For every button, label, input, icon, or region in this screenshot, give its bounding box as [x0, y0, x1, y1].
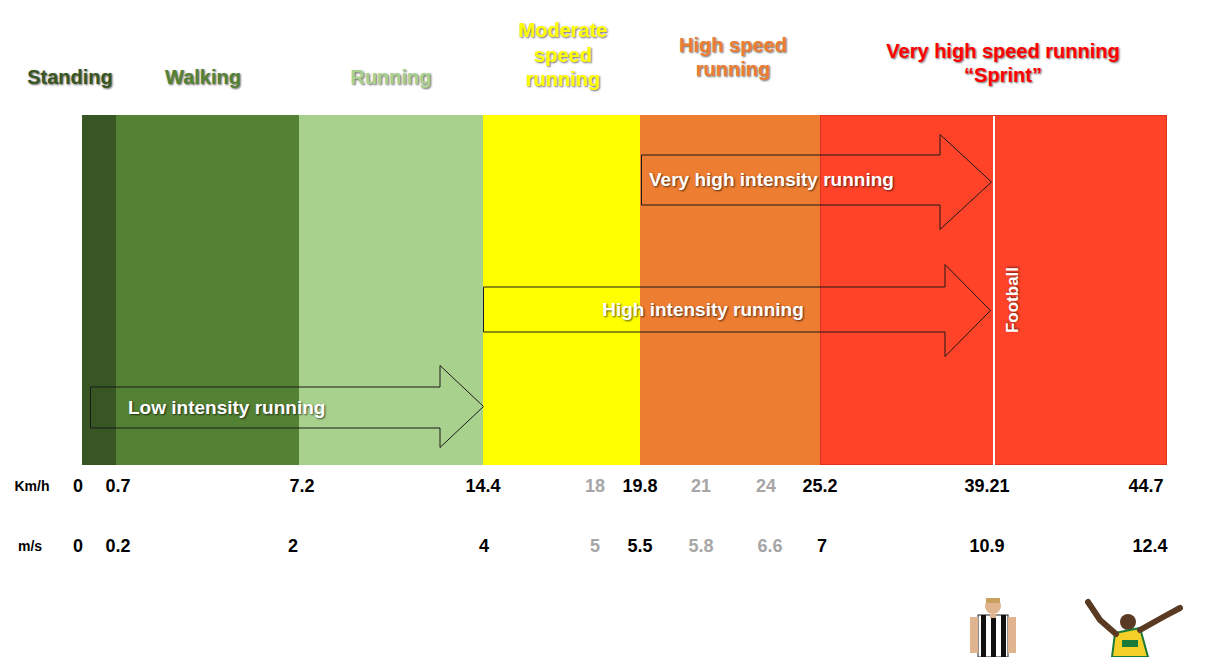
speed-value: 18 — [585, 476, 605, 497]
speed-value: 5.5 — [627, 536, 652, 557]
football-line — [821, 116, 1168, 466]
zone-heading: Walking — [165, 65, 241, 89]
speed-value: 0.2 — [105, 536, 130, 557]
high-intensity-arrow: High intensity running — [483, 264, 991, 357]
speed-value: 0 — [73, 536, 83, 557]
intensity-label: High intensity running — [602, 299, 804, 321]
speed-value: 10.9 — [969, 536, 1004, 557]
standing-band: Standing — [82, 115, 116, 465]
unit-label: m/s — [18, 538, 42, 554]
moderate-speed-band: Moderate speed running — [483, 115, 640, 465]
speed-value: 4 — [479, 536, 489, 557]
speed-value: 0.7 — [105, 476, 130, 497]
football-label: Football — [1003, 267, 1023, 333]
sprinter-figure — [1088, 602, 1180, 657]
zone-heading: Standing — [27, 65, 113, 89]
speed-value: 5.8 — [688, 536, 713, 557]
speed-value: 0 — [73, 476, 83, 497]
speed-value: 6.6 — [757, 536, 782, 557]
speed-value: 39.21 — [964, 476, 1009, 497]
zone-heading: Moderate speed running — [503, 18, 623, 91]
zone-heading: High speed running — [663, 33, 803, 82]
speed-value: 7.2 — [289, 476, 314, 497]
speed-value: 21 — [691, 476, 711, 497]
sprint-band: Very high speed running “Sprint” — [820, 115, 1167, 465]
unit-label: Km/h — [15, 478, 50, 494]
zone-heading: Very high speed running “Sprint” — [858, 39, 1148, 88]
speed-value: 19.8 — [622, 476, 657, 497]
speed-value: 44.7 — [1128, 476, 1163, 497]
speed-value: 24 — [756, 476, 776, 497]
speed-value: 5 — [590, 536, 600, 557]
speed-value: 7 — [817, 536, 827, 557]
speed-value: 2 — [288, 536, 298, 557]
high-speed-band: High speed running — [640, 115, 820, 465]
running-band: Running — [299, 115, 483, 465]
very-high-intensity-arrow: Very high intensity running — [641, 134, 992, 230]
low-intensity-arrow: Low intensity running — [90, 365, 484, 448]
speed-value: 25.2 — [802, 476, 837, 497]
speed-value: 12.4 — [1132, 536, 1167, 557]
zone-heading: Running — [350, 65, 431, 89]
speed-value: 14.4 — [465, 476, 500, 497]
intensity-label: Very high intensity running — [649, 169, 894, 191]
footballer-figure — [970, 598, 1016, 657]
intensity-label: Low intensity running — [128, 397, 325, 419]
